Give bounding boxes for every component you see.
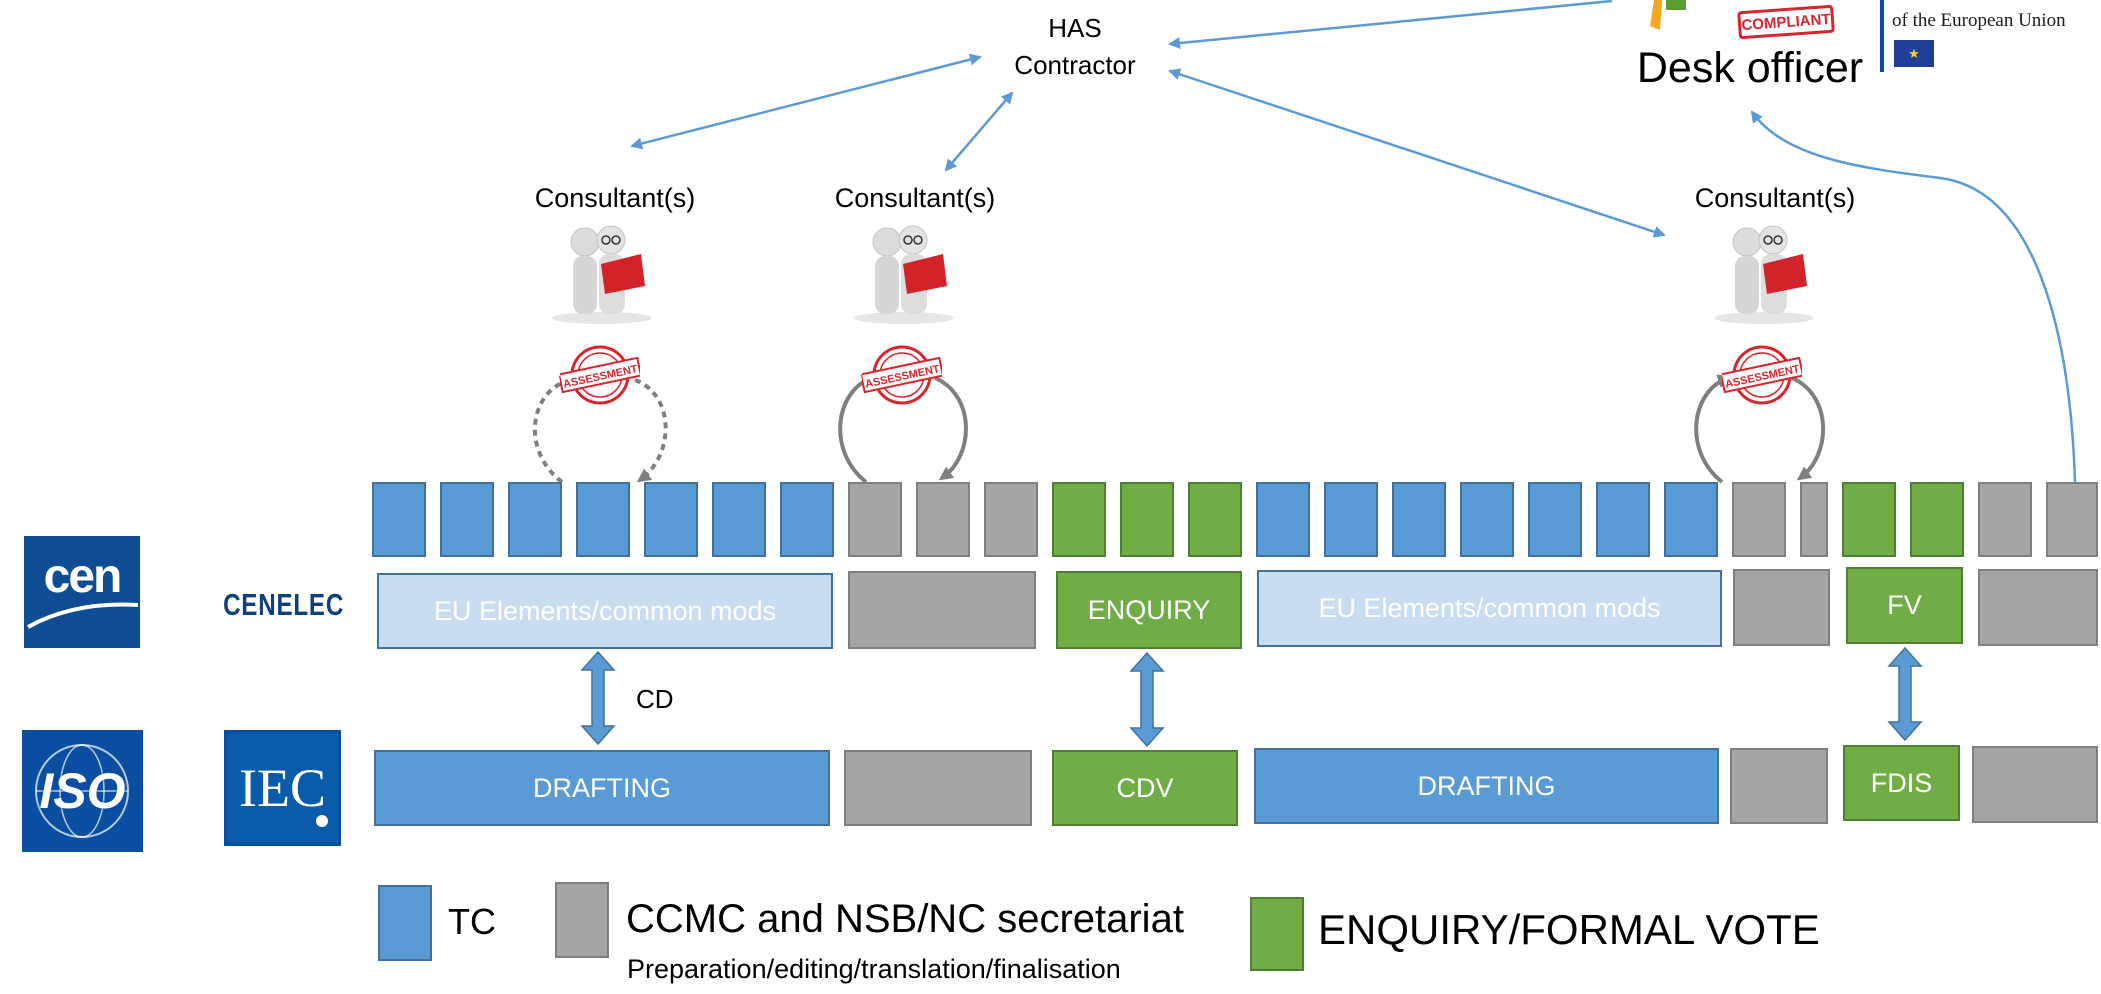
stage-fdis: FDIS xyxy=(1843,745,1960,821)
stage-drafting-1: DRAFTING xyxy=(374,750,830,826)
stage-eu-elements-2: EU Elements/common mods xyxy=(1257,570,1722,647)
cen-swoosh-icon xyxy=(27,602,139,629)
stage-formal-vote: FV xyxy=(1846,567,1963,644)
assessment-stamp-icon: ASSESSMENT xyxy=(859,342,945,408)
globe-icon xyxy=(35,744,129,838)
step-block xyxy=(1120,482,1174,557)
eu-logo-divider xyxy=(1880,0,1884,72)
legend-vote-label: ENQUIRY/FORMAL VOTE xyxy=(1318,906,1820,953)
step-block xyxy=(372,482,426,557)
legend-tc-swatch xyxy=(378,885,432,961)
stage-secretariat xyxy=(1730,748,1828,824)
desk-officer-figure xyxy=(1648,0,1688,30)
legend-tc-label: TC xyxy=(448,901,496,942)
stage-secretariat xyxy=(848,571,1036,649)
step-block xyxy=(1256,482,1310,557)
has-to-consultant-arrows xyxy=(630,0,2077,483)
step-block xyxy=(848,482,902,557)
cenelec-logo: CENELEC xyxy=(223,587,345,622)
step-block xyxy=(984,482,1038,557)
legend-secretariat-swatch xyxy=(555,882,609,958)
step-block xyxy=(644,482,698,557)
eu-flag-icon: ★ xyxy=(1894,40,1934,67)
iso-logo: ISO xyxy=(22,730,143,852)
eu-logo-text: of the European Union xyxy=(1892,10,2066,31)
step-block xyxy=(1800,482,1828,557)
assessment-loop-arrows xyxy=(532,374,1825,484)
stage-secretariat xyxy=(1978,569,2098,646)
step-block xyxy=(712,482,766,557)
consultant-label: Consultant(s) xyxy=(1694,183,1856,213)
assessment-stamp-icon: ASSESSMENT xyxy=(1719,342,1805,408)
step-block xyxy=(780,482,834,557)
step-block xyxy=(1528,482,1582,557)
stage-enquiry: ENQUIRY xyxy=(1056,571,1242,649)
consultant-figures-icon xyxy=(1705,220,1823,325)
assessment-stamp-icon: ASSESSMENT xyxy=(557,342,643,408)
has-label: HAS xyxy=(1048,13,1102,43)
step-block xyxy=(1664,482,1718,557)
consultant-label: Consultant(s) xyxy=(834,183,996,213)
cen-logo: cen xyxy=(24,536,140,648)
iec-dot-icon xyxy=(316,815,328,827)
step-block xyxy=(508,482,562,557)
consultant-label: Consultant(s) xyxy=(534,183,696,213)
iec-logo: IEC xyxy=(224,730,341,846)
stage-cdv: CDV xyxy=(1052,750,1238,826)
step-block xyxy=(1052,482,1106,557)
legend-secretariat-sublabel: Preparation/editing/translation/finalisa… xyxy=(627,954,1121,984)
step-block xyxy=(1978,482,2032,557)
legend-secretariat-label: CCMC and NSB/NC secretariat xyxy=(626,897,1184,941)
stage-secretariat xyxy=(844,750,1032,826)
step-block xyxy=(1596,482,1650,557)
stage-secretariat xyxy=(1972,746,2098,823)
step-block xyxy=(576,482,630,557)
step-block xyxy=(440,482,494,557)
step-block xyxy=(2046,482,2098,557)
step-block xyxy=(1910,482,1964,557)
step-block xyxy=(1842,482,1896,557)
desk-officer-label: Desk officer xyxy=(1636,44,1864,92)
stage-secretariat xyxy=(1733,569,1830,646)
step-block xyxy=(916,482,970,557)
cd-label: CD xyxy=(636,684,674,714)
consultant-figures-icon xyxy=(845,220,963,325)
step-block xyxy=(1732,482,1786,557)
contractor-label: Contractor xyxy=(1014,50,1136,80)
stage-eu-elements-1: EU Elements/common mods xyxy=(377,573,833,649)
stage-drafting-2: DRAFTING xyxy=(1254,748,1719,824)
consultant-figures-icon xyxy=(543,220,661,325)
step-block xyxy=(1460,482,1514,557)
step-block xyxy=(1188,482,1242,557)
step-block xyxy=(1392,482,1446,557)
has-contractor-label: HAS Contractor xyxy=(980,10,1170,84)
legend-vote-swatch xyxy=(1250,897,1304,971)
eu-commission-logo: of the European Union ★ xyxy=(1880,0,2101,72)
step-block xyxy=(1324,482,1378,557)
